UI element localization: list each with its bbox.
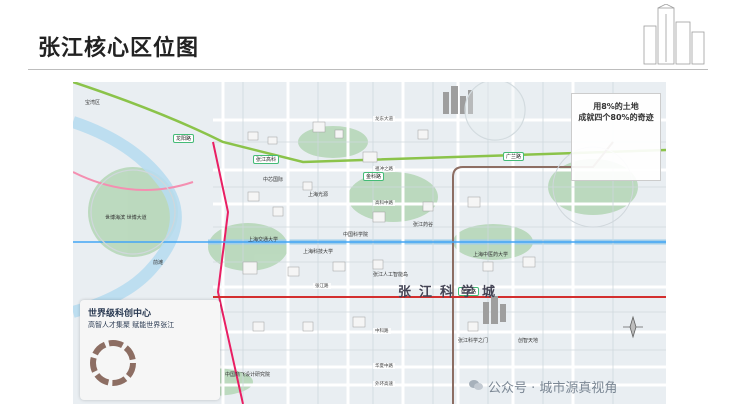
- building-deco-icon: [643, 4, 705, 65]
- watermark: 公众号 · 城市源真视角: [488, 381, 618, 396]
- map-label-comac: 中国商飞设计研究院: [225, 372, 271, 378]
- map-label-science-gate: 张江科学之门: [458, 338, 489, 344]
- wechat-icon: [469, 380, 483, 390]
- road-label-zuchongzhi: 祖冲之路: [373, 166, 395, 172]
- road-label-zhangjiang: 张江路: [313, 283, 331, 289]
- road-label-outer-ring: 外环高速: [373, 381, 395, 387]
- map-label-smic: 中芯国际: [263, 177, 284, 183]
- map-label-tcm-univ: 上海中医药大学: [473, 252, 509, 258]
- feature-box-title: 世界级科创中心: [88, 309, 152, 319]
- info-panel-line2: 成就四个80%的奇迹: [578, 113, 654, 122]
- station-label-longyang[interactable]: 龙阳路: [173, 134, 195, 143]
- info-panel: 用8%的土地 成就四个80%的奇迹: [571, 93, 661, 181]
- district-map[interactable]: 宝湾区 世博海滨 世博大道 前滩 龙东大道 祖冲之路 高科中路 张江路 中科路 …: [73, 82, 666, 404]
- map-label-pharma-valley: 张江药谷: [413, 222, 434, 228]
- map-label-ai-island: 张江人工智能岛: [373, 272, 409, 278]
- feature-box-subtitle: 高智人才集聚 赋能世界张江: [88, 321, 175, 329]
- map-label-cas: 中国科学院: [343, 232, 369, 238]
- map-label-south-pier: 前滩: [153, 260, 164, 266]
- road-label-longdong: 龙东大道: [373, 116, 395, 122]
- title-divider: [28, 69, 708, 70]
- page-title: 张江核心区位图: [38, 36, 200, 61]
- station-label-jinke[interactable]: 金科路: [363, 172, 385, 181]
- road-label-huaxia: 华夏中路: [373, 363, 395, 369]
- map-label-shanghaitech: 上海科技大学: [303, 249, 334, 255]
- talent-ring-icon: [90, 340, 136, 386]
- station-label-guanglan[interactable]: 广兰路: [503, 152, 525, 161]
- map-label-qiantan: 宝湾区: [85, 100, 101, 106]
- zhangjiang-band-label: 张江科学城: [398, 285, 504, 300]
- map-label-light-source: 上海光源: [308, 192, 329, 198]
- feature-box: 世界级科创中心 高智人才集聚 赋能世界张江: [80, 300, 220, 400]
- station-label-zhangjiang-rd[interactable]: 张江路: [458, 287, 480, 296]
- info-panel-line1: 用8%的土地: [593, 102, 639, 111]
- map-label-chuangzhi: 创智天地: [518, 338, 539, 344]
- map-label-sjtu: 上海交通大学: [248, 237, 279, 243]
- station-label-zhangjiang-hi-tech[interactable]: 张江高科: [253, 155, 280, 164]
- road-label-zhongke: 中科路: [373, 328, 391, 334]
- road-label-gaoke: 高科中路: [373, 200, 395, 206]
- map-label-expo: 世博海滨 世博大道: [105, 215, 147, 221]
